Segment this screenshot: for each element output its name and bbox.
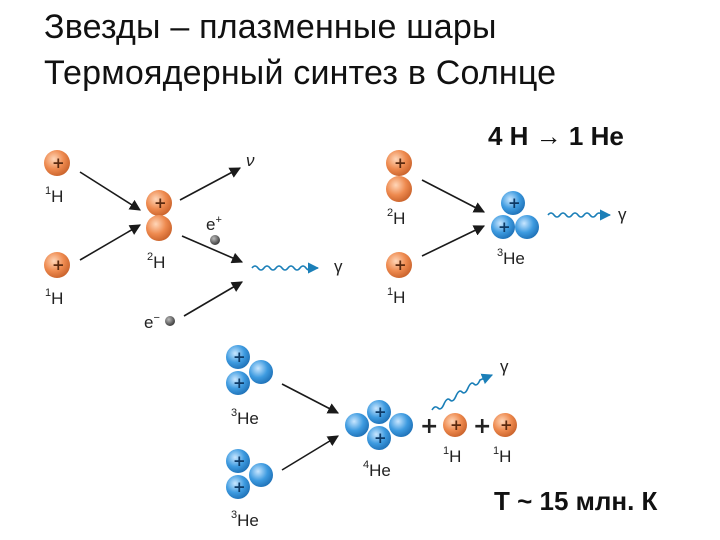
reaction-arrow xyxy=(421,179,485,213)
reaction-arrow xyxy=(183,281,243,317)
isotope-label-3he: 3He xyxy=(497,247,525,268)
proton xyxy=(226,449,250,473)
proton xyxy=(491,215,515,239)
neutron xyxy=(249,360,273,384)
positron-particle xyxy=(210,235,220,245)
gamma-wave xyxy=(431,373,494,411)
positron-label: e+ xyxy=(206,214,222,234)
proton xyxy=(386,252,412,278)
neutron xyxy=(249,463,273,487)
stage-2-deuteron-proton: + 2H + 1H + + 3He γ xyxy=(386,150,627,307)
proton xyxy=(226,345,250,369)
proton-charge: + xyxy=(233,478,246,496)
proton xyxy=(493,413,517,437)
isotope-label-1h: 1H xyxy=(387,286,405,307)
isotope-label-1h: 1H xyxy=(45,287,63,308)
gamma-symbol: γ xyxy=(618,205,627,224)
proton-charge: + xyxy=(498,218,511,236)
isotope-label-3he: 3He xyxy=(231,407,259,428)
temperature-note: T ~ 15 млн. К xyxy=(494,486,658,516)
isotope-label-4he: 4He xyxy=(363,459,391,480)
reaction-arrow xyxy=(181,235,244,264)
stage-1-proton-proton: + 1H + 1H + 2H ν e+ e− γ xyxy=(44,150,343,332)
proton-charge: + xyxy=(394,256,407,274)
reaction-arrow xyxy=(79,224,141,261)
stage-3-helium-fusion: + + 3He + + 3He + + 4He + + 1H + + 1H xyxy=(226,345,517,530)
proton-charge: + xyxy=(394,154,407,172)
proton-charge: + xyxy=(52,256,65,274)
neutrino-arrow xyxy=(179,167,241,201)
isotope-label-1h: 1H xyxy=(443,445,461,466)
proton xyxy=(501,191,525,215)
proton xyxy=(367,426,391,450)
neutrino-symbol: ν xyxy=(246,151,255,170)
proton xyxy=(386,150,412,176)
plus-sign: + xyxy=(420,414,438,439)
gamma-symbol: γ xyxy=(334,257,343,276)
proton-charge: + xyxy=(52,154,65,172)
proton-charge: + xyxy=(233,374,246,392)
gamma-wave xyxy=(547,209,612,221)
proton xyxy=(44,150,70,176)
reaction-arrow xyxy=(281,435,339,471)
proton-charge: + xyxy=(374,429,387,447)
proton-charge: + xyxy=(233,348,246,366)
proton-charge: + xyxy=(154,194,167,212)
reaction-arrow xyxy=(421,225,486,257)
gamma-wave xyxy=(251,262,320,274)
reaction-summary: 4 H → 1 He xyxy=(488,121,624,151)
electron-label: e− xyxy=(144,312,160,332)
proton-charge: + xyxy=(500,416,513,434)
title-line-2: Термоядерный синтез в Солнце xyxy=(44,54,557,92)
electron-particle xyxy=(165,316,175,326)
neutron xyxy=(345,413,369,437)
proton-charge: + xyxy=(508,194,521,212)
proton xyxy=(226,475,250,499)
plus-sign: + xyxy=(473,414,491,439)
neutron xyxy=(146,215,172,241)
gamma-symbol: γ xyxy=(500,357,509,376)
isotope-label-2h: 2H xyxy=(387,207,405,228)
neutron xyxy=(515,215,539,239)
title-line-1: Звезды – плазменные шары xyxy=(44,8,497,46)
isotope-label-1h: 1H xyxy=(493,445,511,466)
reaction-arrow xyxy=(281,383,339,414)
proton xyxy=(367,400,391,424)
proton xyxy=(44,252,70,278)
isotope-label-2h: 2H xyxy=(147,251,165,272)
proton-charge: + xyxy=(450,416,463,434)
neutron xyxy=(389,413,413,437)
isotope-label-3he: 3He xyxy=(231,509,259,530)
proton-charge: + xyxy=(233,452,246,470)
proton xyxy=(146,190,172,216)
proton-charge: + xyxy=(374,403,387,421)
reaction-arrow xyxy=(79,171,141,211)
isotope-label-1h: 1H xyxy=(45,185,63,206)
proton xyxy=(443,413,467,437)
proton xyxy=(226,371,250,395)
neutron xyxy=(386,176,412,202)
